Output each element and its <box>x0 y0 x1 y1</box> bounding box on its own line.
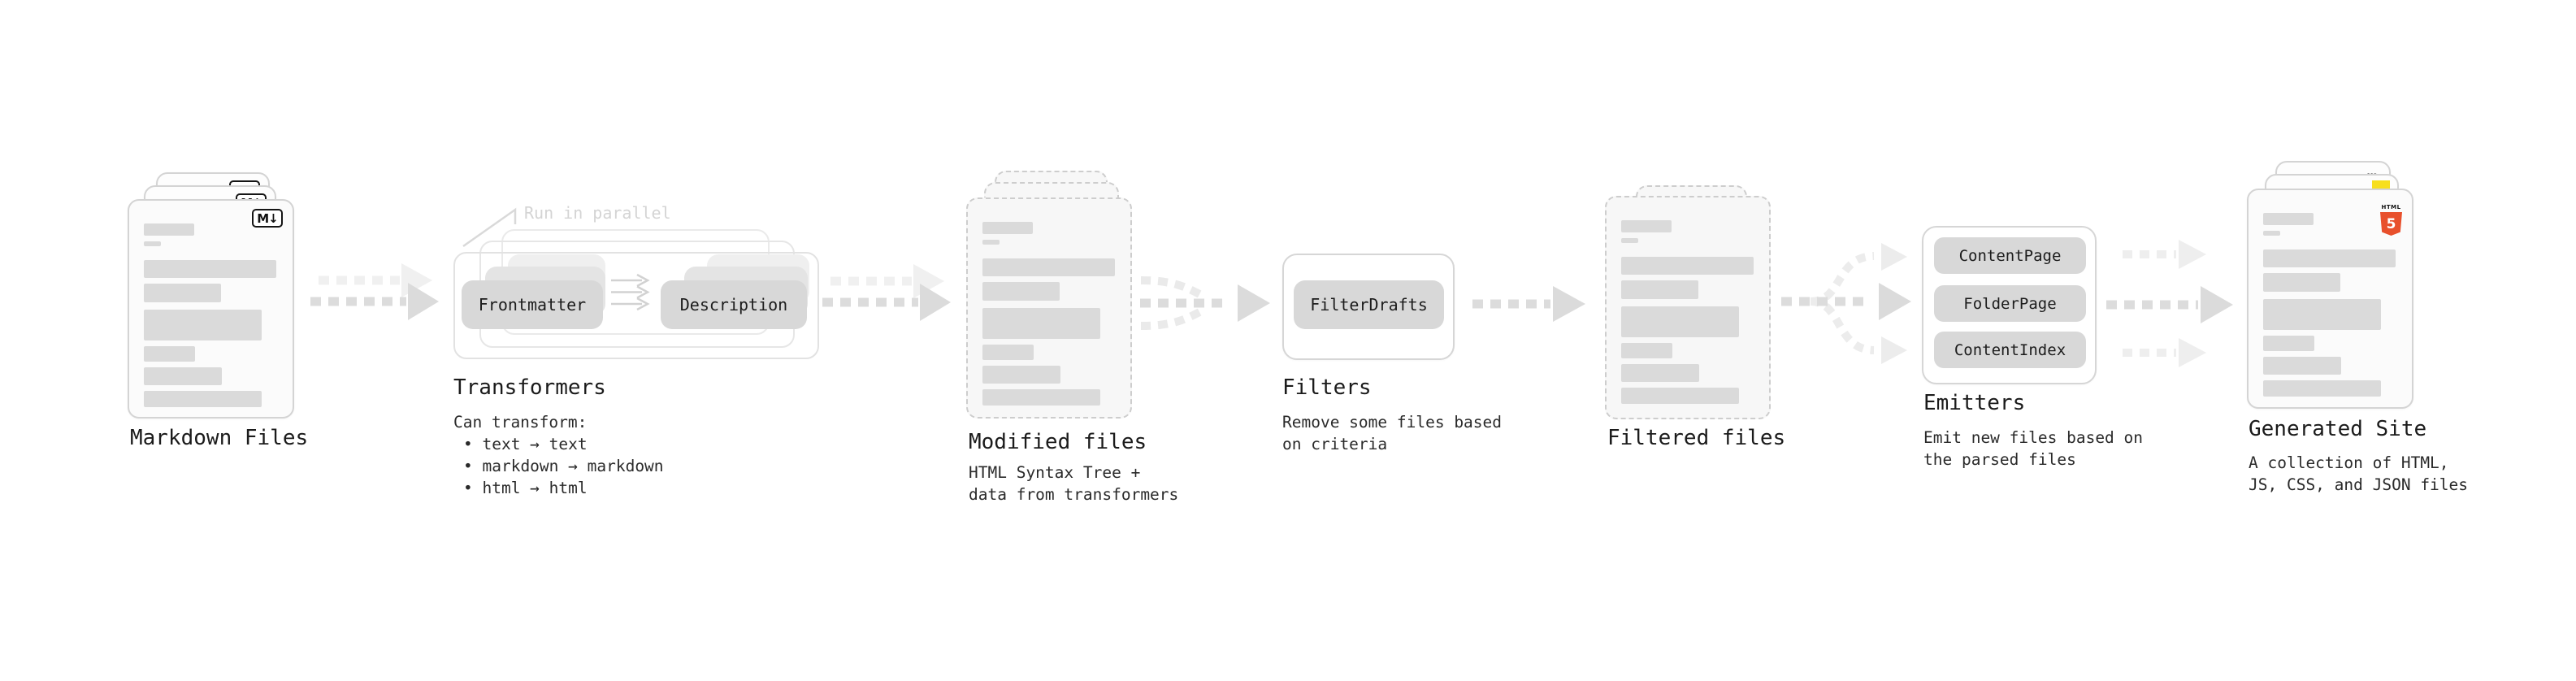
doc-line <box>2263 249 2396 267</box>
filters-description: Remove some files based on criteria <box>1282 413 1503 453</box>
pill-contentindex: ContentIndex <box>1934 332 2086 368</box>
doc-line <box>982 366 1060 384</box>
modified-doc-front <box>966 197 1132 419</box>
stage-label-generated-site: Generated Site <box>2249 417 2427 441</box>
javascript-icon <box>2372 180 2390 189</box>
doc-line <box>144 346 195 362</box>
modified-files-description: HTML Syntax Tree + data from transformer… <box>969 463 1179 504</box>
flow-arrow-transformers-to-modified <box>822 264 951 321</box>
doc-line <box>144 223 194 236</box>
doc-line <box>2263 336 2314 351</box>
doc-line <box>1621 388 1739 404</box>
filtered-doc-front <box>1605 196 1771 419</box>
doc-line <box>982 258 1115 276</box>
flow-arrow-markdown-to-transformers <box>310 263 439 320</box>
desc-heading: Can transform: <box>453 413 588 432</box>
doc-line <box>1621 238 1638 243</box>
doc-content-lines <box>968 199 1130 406</box>
doc-line <box>144 260 276 278</box>
doc-line <box>1621 364 1699 382</box>
doc-line <box>144 391 262 407</box>
doc-line <box>144 367 222 385</box>
doc-line <box>1621 220 1672 232</box>
doc-line <box>982 222 1033 234</box>
desc-bullet: • html → html <box>463 479 588 497</box>
site-doc-html: HTML 5 <box>2247 189 2413 409</box>
doc-content-lines <box>2249 190 2412 397</box>
doc-line <box>982 345 1034 360</box>
stage-label-transformers: Transformers <box>453 375 606 400</box>
desc-bullet: • text → text <box>463 435 588 453</box>
transformers-description: Can transform: • text → text • markdown … <box>453 411 664 499</box>
merge-arrow-modified-to-filters <box>1140 276 1270 330</box>
doc-line <box>982 389 1100 406</box>
doc-line <box>2263 357 2341 375</box>
emitters-description: Emit new files based on the parsed files <box>1923 428 2144 469</box>
doc-line <box>1621 280 1698 299</box>
doc-line <box>982 308 1100 339</box>
desc-bullet: • markdown → markdown <box>463 457 664 475</box>
doc-line <box>2263 273 2340 292</box>
pill-filterdrafts: FilterDrafts <box>1294 280 1444 329</box>
pill-folderpage: FolderPage <box>1934 285 2086 322</box>
html5-icon-number: 5 <box>2386 215 2396 232</box>
doc-line <box>2263 213 2314 225</box>
transformer-box-front <box>453 252 819 359</box>
doc-line <box>2263 231 2280 236</box>
doc-content-lines <box>129 201 293 407</box>
pill-frontmatter: Frontmatter <box>462 280 603 329</box>
html5-icon: HTML 5 <box>2380 197 2402 236</box>
stage-label-emitters: Emitters <box>1923 391 2026 415</box>
doc-line <box>144 241 161 246</box>
doc-line <box>1621 343 1672 358</box>
doc-line <box>2263 299 2381 330</box>
doc-line <box>982 282 1060 301</box>
doc-line <box>144 310 262 340</box>
doc-line <box>1621 257 1754 275</box>
doc-content-lines <box>1607 197 1769 404</box>
doc-line <box>2263 380 2381 397</box>
html5-icon-shield: 5 <box>2380 212 2402 236</box>
doc-line <box>982 240 1000 245</box>
stage-label-modified-files: Modified files <box>969 430 1147 454</box>
stage-label-filtered-files: Filtered files <box>1607 426 1786 450</box>
html5-icon-word: HTML <box>2381 204 2401 210</box>
doc-line <box>1621 306 1739 337</box>
stage-label-markdown-files: Markdown Files <box>130 426 309 450</box>
fanout-arrow-filtered-to-emitters <box>1781 243 1911 364</box>
pill-contentpage: ContentPage <box>1934 237 2086 274</box>
doc-line <box>144 284 221 302</box>
generated-site-description: A collection of HTML, JS, CSS, and JSON … <box>2249 453 2469 494</box>
run-in-parallel-note: Run in parallel <box>524 203 671 223</box>
flow-arrows-emitters-to-site <box>2106 240 2233 367</box>
markdown-icon: M↓ <box>252 209 283 228</box>
markdown-doc-front: M↓ <box>128 199 294 419</box>
flow-arrow-filters-to-filtered <box>1472 286 1585 322</box>
stage-label-filters: Filters <box>1282 375 1372 400</box>
pill-description: Description <box>661 280 807 329</box>
